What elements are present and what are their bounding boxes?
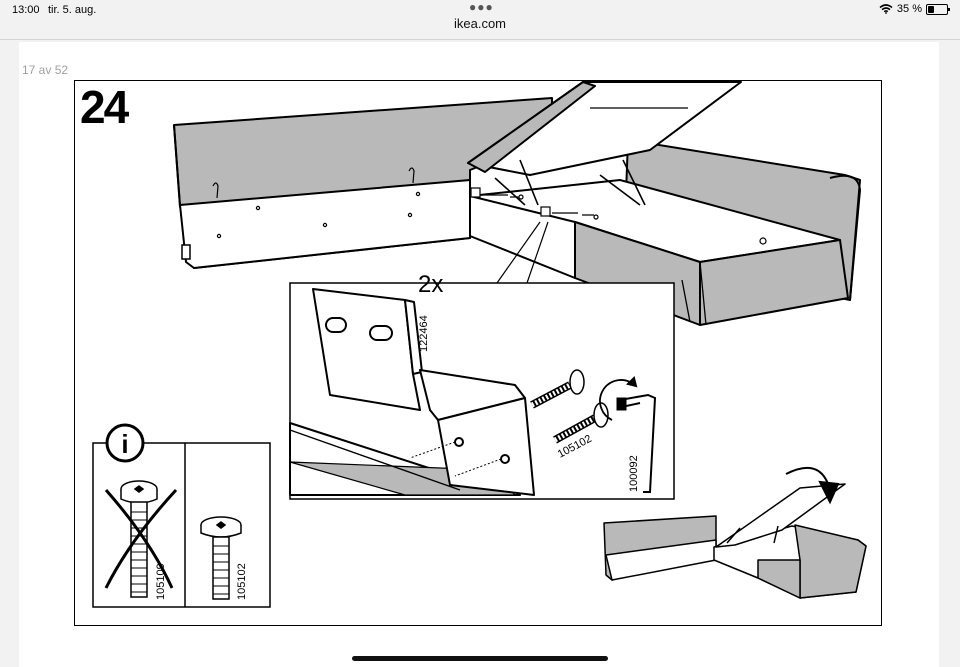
status-time: 13:00	[12, 4, 40, 16]
battery-icon	[926, 3, 950, 15]
detail-drawing	[289, 288, 535, 496]
status-bar: 13:00 tir. 5. aug. ●●● 35 %	[0, 0, 960, 18]
address-bar-divider	[0, 39, 960, 40]
right-screw	[200, 516, 242, 600]
url-text[interactable]: ikea.com	[453, 16, 507, 31]
allen-key	[599, 376, 657, 493]
page-counter: 17 av 52	[22, 63, 69, 77]
bracket-markers	[470, 187, 767, 245]
status-right: 35 %	[879, 3, 950, 15]
right-screw-code: 105102	[236, 563, 248, 600]
step-number: 24	[80, 81, 129, 133]
status-date: tir. 5. aug.	[48, 4, 97, 16]
storage-lid	[467, 81, 742, 176]
info-icon: i	[121, 429, 128, 459]
wrong-screw-code: 105109	[155, 563, 167, 600]
gas-struts	[494, 159, 646, 206]
instruction-frame	[74, 80, 882, 626]
wrong-screw	[120, 480, 158, 598]
battery-fill	[928, 5, 934, 13]
part-bracket-code: 122464	[418, 315, 430, 352]
part-allen-key-code: 100092	[628, 455, 640, 492]
wifi-icon	[879, 4, 893, 14]
detail-quantity: 2x	[418, 271, 443, 298]
rotate-arrow-icon	[785, 466, 840, 505]
sofa-panel-holes	[212, 167, 421, 239]
sofa-panel-foot	[181, 244, 191, 260]
battery-percent: 35 %	[896, 3, 922, 15]
home-indicator[interactable]	[352, 656, 608, 661]
bolts	[530, 369, 609, 444]
address-bar[interactable]: ikea.com	[0, 16, 960, 38]
more-dots-icon[interactable]: ●●●	[469, 0, 494, 14]
overview-sofa	[603, 483, 867, 599]
wrong-screw-cross	[104, 488, 178, 589]
